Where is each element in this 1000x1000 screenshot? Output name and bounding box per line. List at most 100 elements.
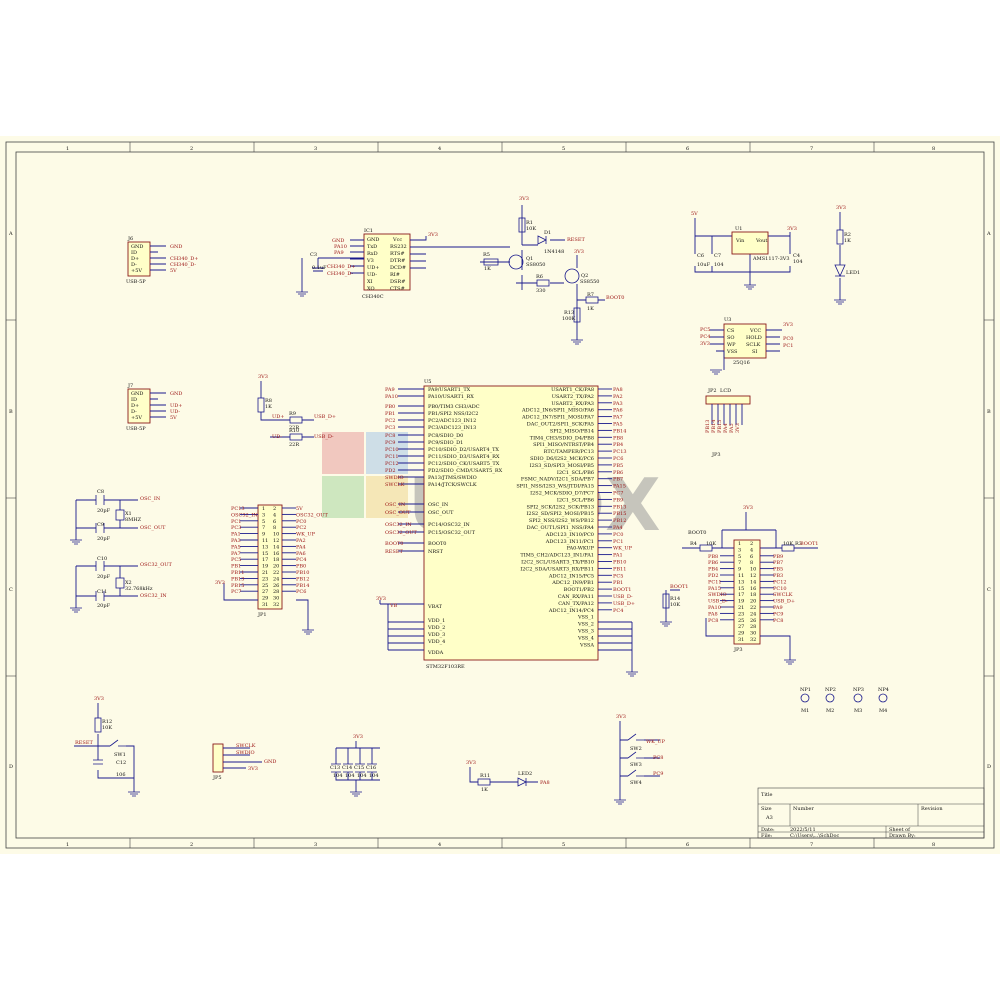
pin: D- [131, 262, 137, 268]
net-label: PB10 [296, 570, 309, 576]
net-label: OSC32_OUT [296, 512, 329, 518]
net-label: CH340_D+ [170, 256, 198, 262]
pin-number: 24 [750, 611, 756, 617]
net-label: GND [170, 244, 182, 250]
svg-text:BOOT1: BOOT1 [670, 584, 688, 590]
svg-text:0.1uF: 0.1uF [312, 265, 327, 271]
svg-text:M1: M1 [801, 708, 809, 714]
pin-number: 25 [738, 618, 744, 624]
svg-text:LCD: LCD [720, 388, 731, 394]
svg-text:GND: GND [332, 238, 344, 244]
svg-text:JP1: JP1 [257, 612, 267, 618]
col-marker: 3 [314, 842, 317, 848]
svg-text:NP4: NP4 [878, 687, 889, 693]
svg-text:Date:: Date: [761, 827, 775, 833]
mcu-pin-label: CAN_RX/PA11 [558, 594, 594, 600]
net-label: PC8 [708, 618, 718, 624]
svg-text:File:: File: [761, 833, 773, 839]
svg-text:RESET: RESET [75, 740, 93, 746]
mounting-holes: NP1 NP2 NP3 NP4 M1 M2 M3 M4 [800, 687, 889, 714]
mcu-pin-label: PC2/ADC123_IN12 [428, 418, 476, 424]
net-label: PA3 [613, 401, 623, 407]
net-label: PC0 [296, 519, 306, 525]
svg-text:BOOT0: BOOT0 [606, 295, 624, 301]
svg-text:NP3: NP3 [853, 687, 864, 693]
mcu-pin-label: I2S2_SD/SPI2_MOSI/PB15 [526, 511, 594, 517]
net-label: SWCLK [385, 482, 405, 488]
svg-text:C15: C15 [354, 765, 364, 771]
svg-text:Sheet of: Sheet of [889, 827, 911, 833]
net-label: PC2 [296, 525, 306, 531]
mcu-pin-label: PB0/TIM3 CH3/ADC [428, 404, 480, 410]
svg-text:C14: C14 [342, 765, 352, 771]
mcu-pin-label: PA9/USART1_TX [428, 387, 471, 393]
pin-number: 27 [262, 589, 268, 595]
sheet-inner-border [15, 151, 985, 839]
mcu-pin-label: PA14/JTCK/SWCLK [428, 482, 477, 488]
svg-text:PC0: PC0 [783, 336, 793, 342]
svg-text:3V3: 3V3 [215, 580, 225, 586]
pin: ID [131, 250, 137, 256]
svg-text:SWCLK: SWCLK [236, 743, 256, 749]
net-label: PC8 [385, 433, 395, 439]
net-label: PC8 [773, 618, 783, 624]
net-label: USB_D+ [613, 601, 635, 607]
mcu-pin-label: I2C2_SCL/USART3_TX/PB10 [521, 560, 594, 566]
svg-text:104: 104 [369, 773, 379, 779]
svg-text:RS232: RS232 [390, 244, 407, 250]
col-marker: 5 [562, 842, 565, 848]
auto-reset-circuit: 3V3 R1 10K D1 1N4148 RESET R5 1K Q1 SS80… [480, 196, 624, 340]
pin-number: 19 [738, 599, 744, 605]
net-label: PB9 [613, 497, 623, 503]
pin-number: 32 [273, 602, 279, 608]
pin-number: 27 [738, 624, 744, 630]
svg-text:VCC: VCC [749, 328, 761, 334]
mcu-pin-label: VSS_4 [577, 635, 594, 641]
svg-text:PC1: PC1 [783, 343, 793, 349]
svg-text:DSR#: DSR# [390, 279, 405, 285]
svg-text:WK_UP: WK_UP [646, 739, 666, 745]
net-label: PB1 [613, 580, 623, 586]
svg-text:DCD#: DCD# [390, 265, 406, 271]
svg-text:X1: X1 [125, 511, 132, 517]
mcu-pin-label: PC10/SDIO_D2/USART4_TX [428, 447, 499, 453]
mcu-pin-label: CAN_TX/PA12 [558, 601, 594, 607]
svg-text:R5: R5 [483, 252, 490, 258]
usb1-body [127, 241, 151, 277]
pin-number: 9 [738, 567, 741, 573]
mcu-pin-label: PC3/ADC123_IN13 [428, 425, 476, 431]
svg-text:SW3: SW3 [630, 762, 642, 768]
net-label: PB0 [296, 564, 306, 570]
svg-text:3V3: 3V3 [466, 760, 476, 766]
lcd-header: JP2 LCD PB13 PB14 PB15 PA4 PA5 3V3 JP3 [705, 388, 751, 458]
power-led: 3V3 R2 1K LED1 [834, 205, 860, 300]
net-label: PB13 [231, 576, 244, 582]
svg-text:CTS#: CTS# [390, 286, 405, 292]
pin-number: 31 [262, 602, 268, 608]
svg-text:AMS1117-3V3: AMS1117-3V3 [752, 256, 790, 262]
pin-number: 23 [738, 611, 744, 617]
svg-text:D-: D- [131, 409, 137, 415]
pin-number: 19 [262, 564, 268, 570]
lse-crystal: C10 20pF C11 20pF X2 32.768kHz OSC32_OUT… [75, 556, 173, 609]
svg-text:3V3: 3V3 [248, 766, 258, 772]
mcu-pin-label: SPI1_MISO/NTRST/PB4 [533, 442, 594, 448]
net-label: PA7 [613, 415, 623, 421]
pin-number: 11 [738, 573, 744, 579]
svg-text:USB_D+: USB_D+ [314, 414, 336, 420]
net-label: BOOT1 [613, 587, 631, 593]
svg-text:R12: R12 [102, 719, 112, 725]
svg-text:OSC32_OUT: OSC32_OUT [140, 562, 173, 568]
mcu-pin-label: VSSA [579, 642, 594, 648]
net-label: PB15 [231, 583, 244, 589]
col-marker: 1 [66, 146, 69, 152]
svg-text:CS: CS [727, 328, 735, 334]
net-label: PC5 [231, 557, 241, 563]
mcu-pin-label: RTC/TAMPER/PC13 [544, 449, 594, 455]
svg-text:U5: U5 [424, 379, 431, 385]
svg-text:PB14: PB14 [711, 420, 717, 433]
mcu-pin-label: PC11/SDIO_D3/USART4_RX [428, 454, 500, 460]
net-label: PC11 [385, 454, 399, 460]
pin-number: 28 [750, 624, 756, 630]
